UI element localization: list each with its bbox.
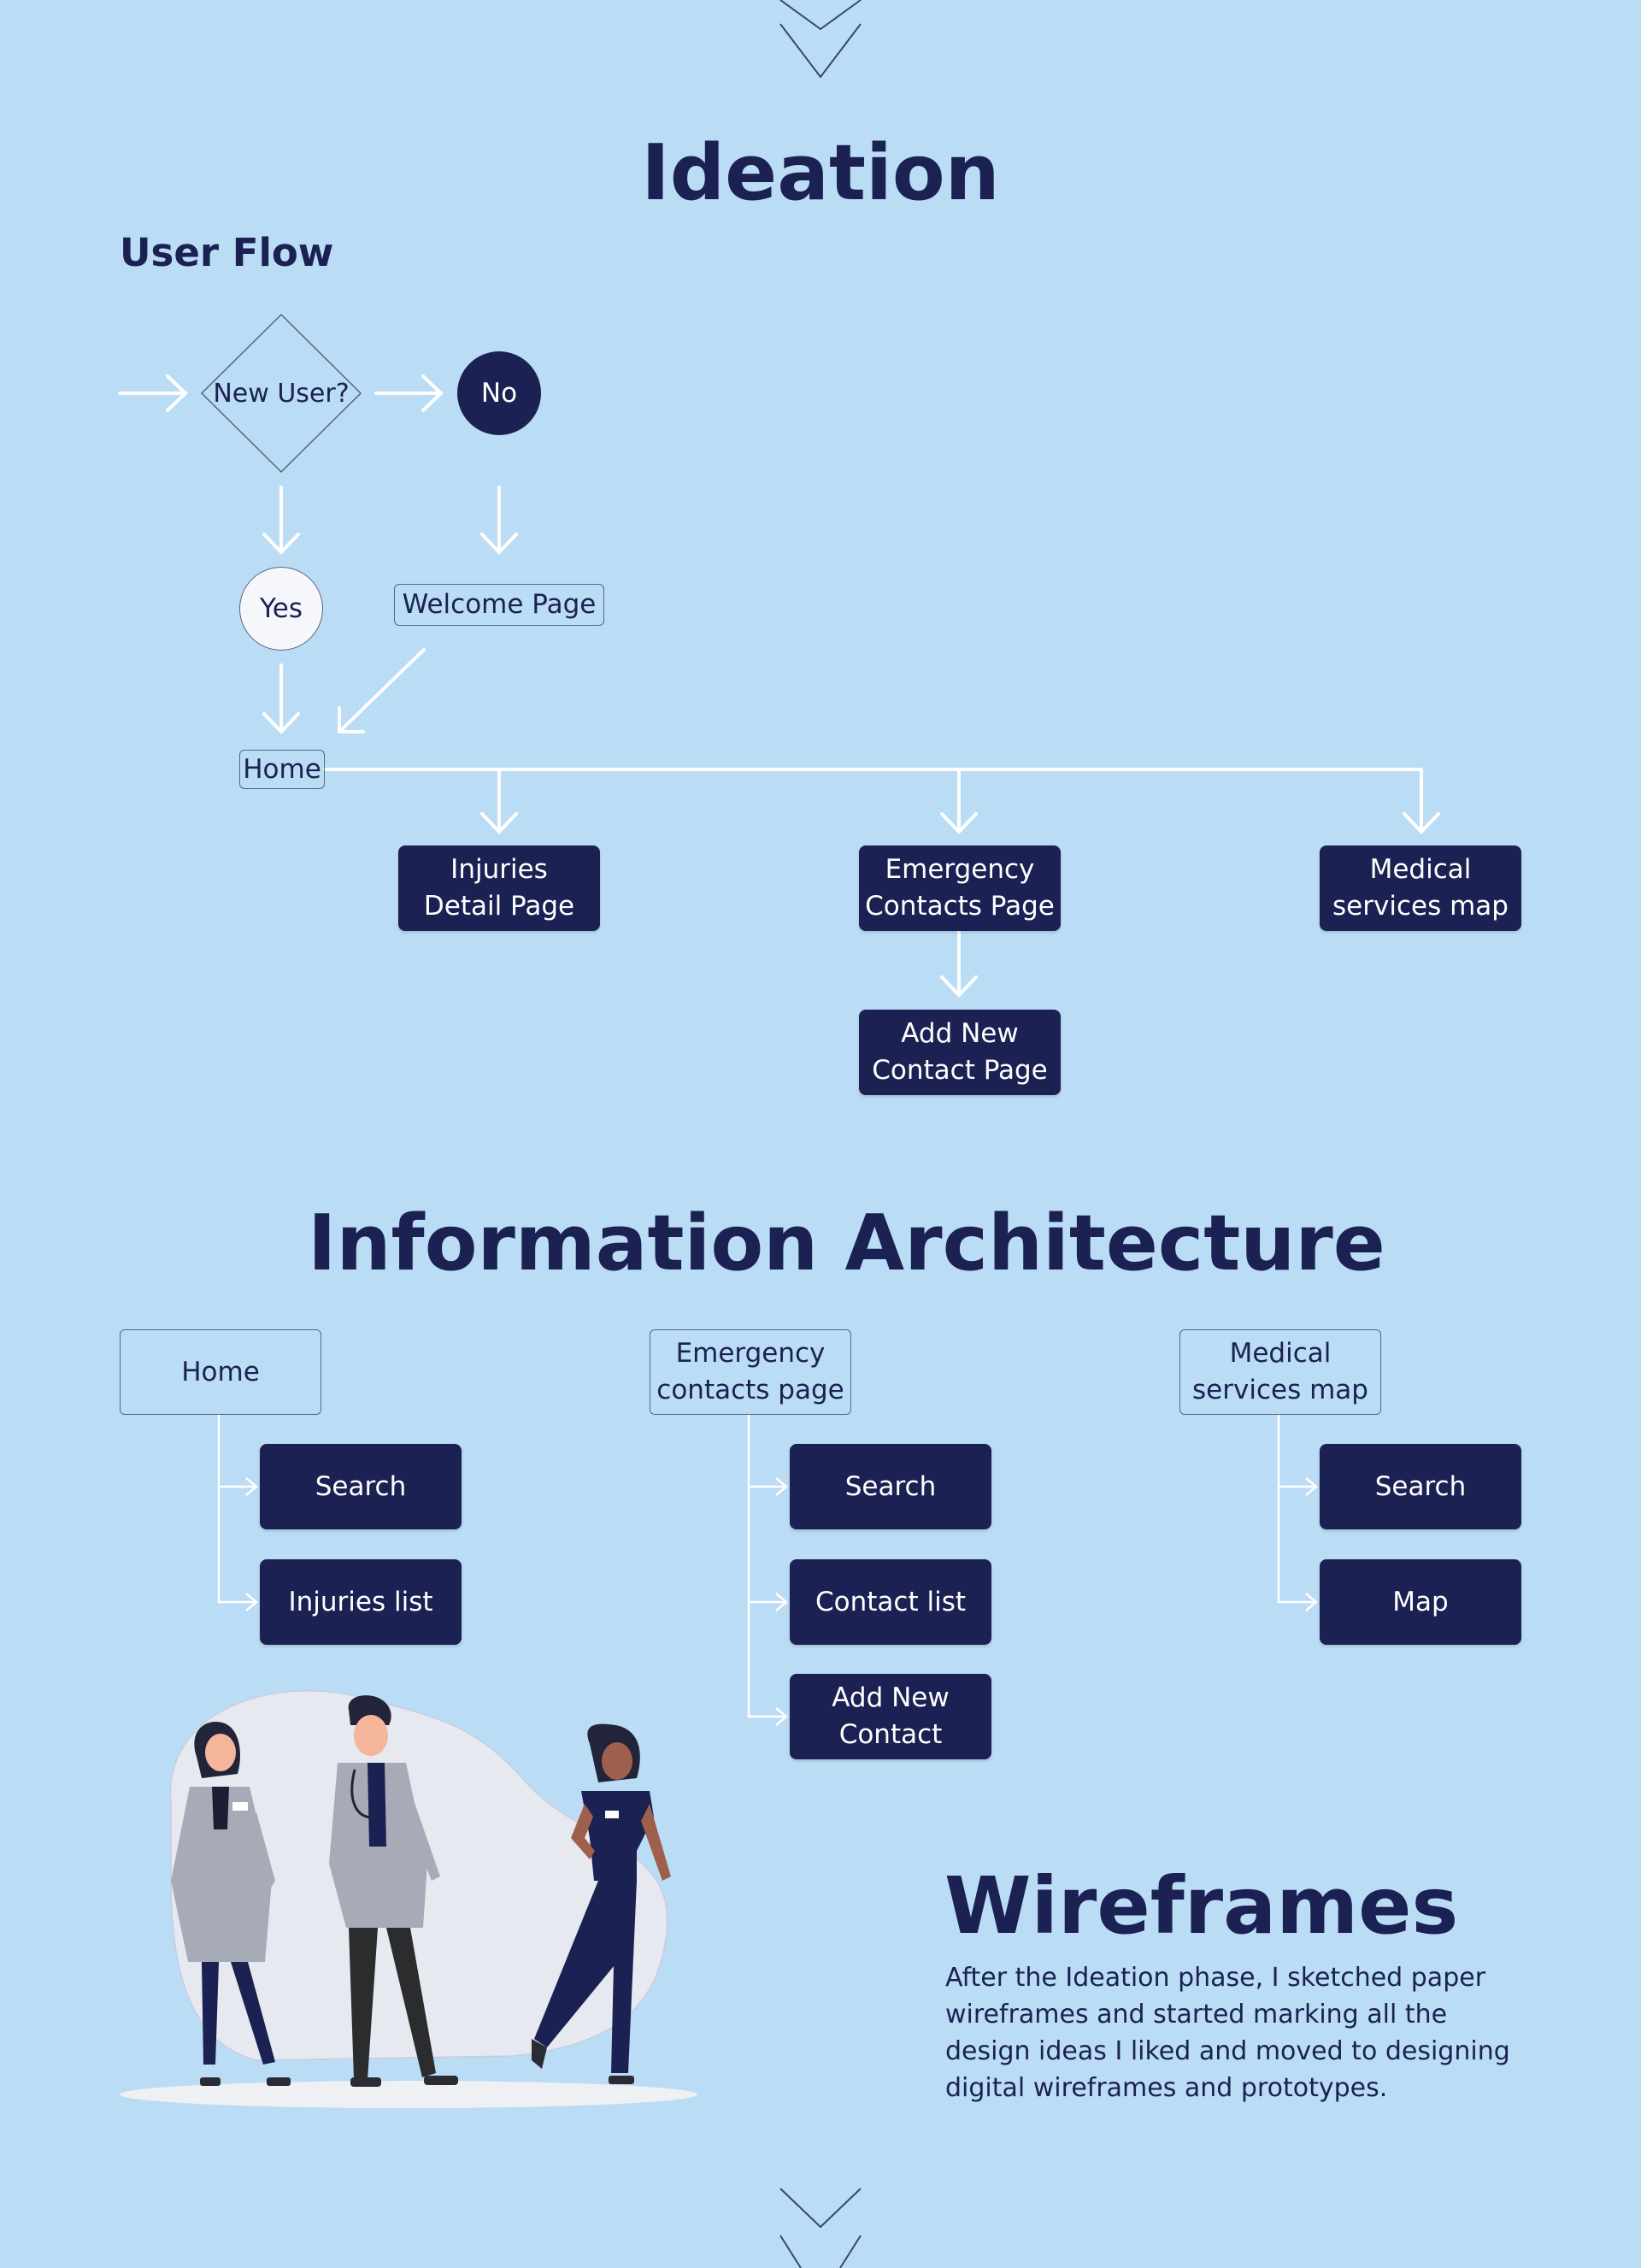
decision-diamond xyxy=(200,313,362,474)
ia-child-contact-list: Contact list xyxy=(790,1559,991,1645)
ia-child-injuries-list: Injuries list xyxy=(260,1559,462,1645)
injuries-detail-node: Injuries Detail Page xyxy=(398,845,600,931)
add-contact-node: Add New Contact Page xyxy=(859,1010,1061,1095)
wireframes-title: Wireframes xyxy=(944,1860,1459,1952)
user-flow-arrows xyxy=(118,313,1440,998)
ideation-title: Ideation xyxy=(641,128,1000,218)
wireframes-description: After the Ideation phase, I sketched pap… xyxy=(945,1963,1510,2103)
ia-parent-home: Home xyxy=(120,1329,321,1415)
chevron-down-icon[interactable] xyxy=(0,0,1641,85)
no-node: No xyxy=(457,351,541,435)
ia-child-search: Search xyxy=(260,1444,462,1529)
user-flow-title: User Flow xyxy=(120,230,334,275)
ia-parent-emergency: Emergency contacts page xyxy=(650,1329,851,1415)
ia-parent-medical: Medical services map xyxy=(1179,1329,1381,1415)
ia-child-add-new-contact: Add New Contact xyxy=(790,1674,991,1759)
ia-connectors xyxy=(217,1415,1318,1726)
home-node: Home xyxy=(239,750,325,789)
welcome-page-node: Welcome Page xyxy=(394,584,604,626)
ia-child-map: Map xyxy=(1320,1559,1521,1645)
ia-child-search: Search xyxy=(790,1444,991,1529)
ia-child-search: Search xyxy=(1320,1444,1521,1529)
medical-services-node: Medical services map xyxy=(1320,845,1521,931)
ia-title: Information Architecture xyxy=(308,1199,1385,1288)
emergency-contacts-node: Emergency Contacts Page xyxy=(859,845,1061,931)
yes-node: Yes xyxy=(239,567,323,651)
decision-label: New User? xyxy=(213,378,350,409)
